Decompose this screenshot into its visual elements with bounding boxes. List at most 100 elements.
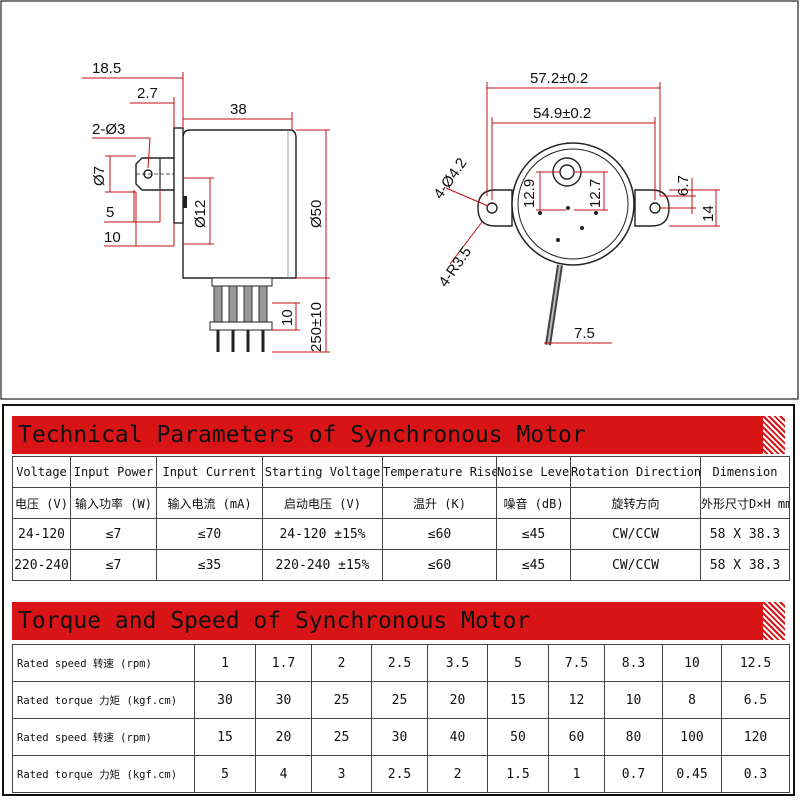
lead-wires bbox=[209, 277, 273, 352]
speed-cell: 2.5 bbox=[371, 755, 428, 793]
speed-cell: 0.7 bbox=[604, 755, 663, 793]
speed-cell: 100 bbox=[662, 718, 722, 756]
front-dimension-lines bbox=[445, 82, 720, 344]
spec-cell: ≤60 bbox=[382, 518, 497, 550]
speed-cell: 30 bbox=[194, 681, 256, 719]
speed-cell: 1 bbox=[194, 644, 256, 682]
spec-cell: 220-240 bbox=[12, 549, 71, 581]
dim-shaft-diameter: Ø7 bbox=[91, 166, 108, 186]
right-mount-ear bbox=[634, 189, 670, 227]
spec-cell: ≤70 bbox=[156, 518, 263, 550]
speed-cell: 6.5 bbox=[721, 681, 790, 719]
spec-cell: 220-240 ±15% bbox=[262, 549, 383, 581]
dim-body-diameter: Ø50 bbox=[308, 200, 325, 228]
spec-header-cell: Dimension bbox=[700, 456, 790, 488]
speed-cell: 1.7 bbox=[255, 644, 312, 682]
dim-2-holes: 2-Ø3 bbox=[92, 121, 125, 138]
speed-cell: 10 bbox=[604, 681, 663, 719]
speed-cell: 7.5 bbox=[548, 644, 605, 682]
dim-5: 5 bbox=[106, 204, 114, 221]
spec-cell: ≤7 bbox=[70, 518, 157, 550]
spec-cell: ≤60 bbox=[382, 549, 497, 581]
dim-18-5: 18.5 bbox=[92, 60, 121, 77]
speed-title: Torque and Speed of Synchronous Motor bbox=[18, 608, 531, 634]
speed-cell: 3 bbox=[311, 755, 372, 793]
spec-header-cell: Input Power bbox=[70, 456, 157, 488]
dim-mount-holes: 4-Ø4.2 bbox=[430, 155, 470, 202]
side-view: 18.5 2.7 38 2-Ø3 Ø7 5 10 Ø12 Ø50 10 250±… bbox=[82, 60, 330, 353]
dim-2-7: 2.7 bbox=[137, 85, 158, 102]
spec-header-cell: 外形尺寸D×H mm bbox=[700, 487, 790, 519]
table-row: 24-120 ≤7 ≤70 24-120 ±15% ≤60 ≤45 CW/CCW… bbox=[12, 518, 790, 550]
specification-panel: Technical Parameters of Synchronous Moto… bbox=[2, 404, 795, 796]
spec-header-cell: 电压 (V) bbox=[12, 487, 71, 519]
speed-cell: 25 bbox=[311, 718, 372, 756]
spec-cell: 24-120 ±15% bbox=[262, 518, 383, 550]
dim-12-7: 12.7 bbox=[587, 179, 604, 208]
spec-header-cell: 输入功率 (W) bbox=[70, 487, 157, 519]
spec-title: Technical Parameters of Synchronous Moto… bbox=[18, 422, 586, 448]
dim-terminal-length: 10 bbox=[279, 309, 296, 326]
spec-header-cell: 启动电压 (V) bbox=[262, 487, 383, 519]
speed-cell: 2 bbox=[427, 755, 488, 793]
spec-table: Voltage Input Power Input Current Starti… bbox=[12, 456, 790, 581]
speed-cell: 25 bbox=[371, 681, 428, 719]
speed-cell: 25 bbox=[311, 681, 372, 719]
spec-header-cell: Temperature Rise bbox=[382, 456, 497, 488]
spec-header-cn: 电压 (V) 输入功率 (W) 输入电流 (mA) 启动电压 (V) 温升 (K… bbox=[12, 487, 790, 519]
dim-width-holes: 54.9±0.2 bbox=[533, 105, 591, 122]
spec-header-cell: Voltage bbox=[12, 456, 71, 488]
motor-face-inner bbox=[517, 148, 629, 260]
dim-12-9: 12.9 bbox=[521, 179, 538, 208]
left-mount-ear bbox=[477, 189, 513, 227]
speed-cell: 20 bbox=[255, 718, 312, 756]
speed-cell: 1 bbox=[548, 755, 605, 793]
spec-cell: ≤7 bbox=[70, 549, 157, 581]
drawing-frame bbox=[0, 0, 799, 400]
speed-cell: 3.5 bbox=[427, 644, 488, 682]
speed-cell: 0.45 bbox=[662, 755, 722, 793]
speed-cell: 5 bbox=[194, 755, 256, 793]
spec-header-cell: 噪音 (dB) bbox=[496, 487, 571, 519]
row-label: Rated speed 转速 (rpm) bbox=[12, 644, 195, 682]
row-label: Rated torque 力矩 (kgf.cm) bbox=[12, 681, 195, 719]
speed-cell: 10 bbox=[662, 644, 722, 682]
spec-header-cell: Rotation Direction bbox=[570, 456, 701, 488]
speed-cell: 8 bbox=[662, 681, 722, 719]
dim-6-7: 6.7 bbox=[675, 175, 692, 196]
dim-boss-diameter: Ø12 bbox=[192, 200, 209, 228]
spec-header-cell: Starting Voltage bbox=[262, 456, 383, 488]
spec-cell: CW/CCW bbox=[570, 518, 701, 550]
dim-width-outer: 57.2±0.2 bbox=[530, 70, 588, 87]
spec-cell: 58 X 38.3 bbox=[700, 549, 790, 581]
dim-38: 38 bbox=[230, 101, 247, 118]
speed-cell: 1.5 bbox=[487, 755, 549, 793]
speed-cell: 40 bbox=[427, 718, 488, 756]
speed-cell: 30 bbox=[255, 681, 312, 719]
dim-10: 10 bbox=[104, 229, 121, 246]
speed-cell: 12 bbox=[548, 681, 605, 719]
speed-cell: 12.5 bbox=[721, 644, 790, 682]
speed-cell: 120 bbox=[721, 718, 790, 756]
speed-cell: 4 bbox=[255, 755, 312, 793]
spec-cell: ≤45 bbox=[496, 518, 571, 550]
row-label: Rated speed 转速 (rpm) bbox=[12, 718, 195, 756]
speed-cell: 30 bbox=[371, 718, 428, 756]
dim-14: 14 bbox=[700, 205, 717, 222]
speed-banner: Torque and Speed of Synchronous Motor bbox=[12, 602, 785, 640]
speed-cell: 8.3 bbox=[604, 644, 663, 682]
row-label: Rated torque 力矩 (kgf.cm) bbox=[12, 755, 195, 793]
spec-header-cell: 旋转方向 bbox=[570, 487, 701, 519]
table-row: 220-240 ≤7 ≤35 220-240 ±15% ≤60 ≤45 CW/C… bbox=[12, 549, 790, 581]
right-mount-hole bbox=[649, 202, 661, 214]
speed-cell: 80 bbox=[604, 718, 663, 756]
speed-cell: 5 bbox=[487, 644, 549, 682]
motor-body-outline bbox=[182, 129, 297, 279]
mount-flange bbox=[173, 127, 184, 224]
speed-cell: 15 bbox=[487, 681, 549, 719]
spec-cell: 24-120 bbox=[12, 518, 71, 550]
